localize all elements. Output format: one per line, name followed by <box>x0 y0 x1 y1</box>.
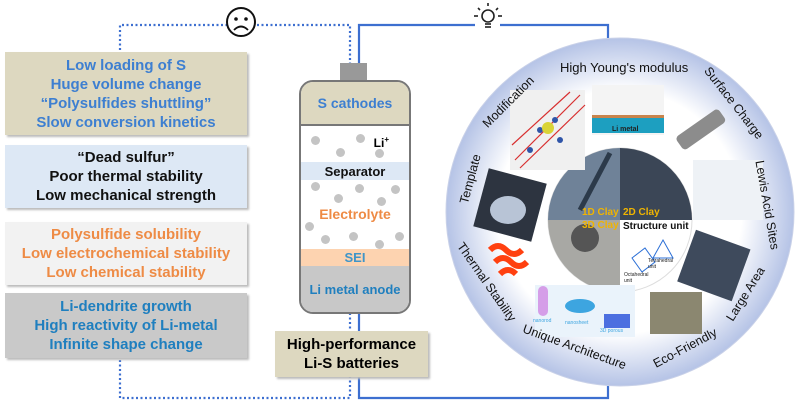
cathode-problems-box: Low loading of S Huge volume change “Pol… <box>5 52 247 135</box>
problem-text: Slow conversion kinetics <box>36 113 216 131</box>
clay-3d-label: 3D Clay <box>582 220 619 231</box>
nanosheet-label: nanosheet <box>565 320 589 326</box>
anode-problems-box: Li-dendrite growth High reactivity of Li… <box>5 293 247 358</box>
problem-text: “Dead sulfur” <box>77 149 175 166</box>
li-ion-dot <box>395 232 404 241</box>
li-ion-dot <box>311 136 320 145</box>
problem-text: Poor thermal stability <box>49 168 203 185</box>
feature-images <box>473 85 763 337</box>
li-ion-label: Li+ <box>374 135 389 150</box>
structure-unit-label: Structure unit <box>623 221 689 232</box>
result-box: High-performance Li-S batteries <box>275 331 428 377</box>
problem-text: Li-dendrite growth <box>60 298 192 315</box>
cathode-layer: S cathodes <box>301 82 409 126</box>
label-high-youngs-modulus: High Young's modulus <box>560 60 689 75</box>
li-ion-charge: + <box>384 135 389 144</box>
separator-layer: Separator <box>301 162 409 180</box>
problem-text: Low loading of S <box>66 56 186 74</box>
li-ion-dot <box>334 194 343 203</box>
battery: S cathodes Li+ Separator Electrolyte SEI… <box>299 80 411 314</box>
problem-text: High reactivity of Li-metal <box>34 317 218 334</box>
clay-1d-label: 1D Clay <box>582 207 619 218</box>
problem-text: Low mechanical strength <box>35 187 217 204</box>
tetrahedral-label: Tetrahedral unit <box>648 258 674 270</box>
lightbulb-icon <box>474 3 502 28</box>
problem-text: Infinite shape change <box>49 336 203 353</box>
li-ion-dot <box>375 240 384 249</box>
li-ion-dot <box>321 235 330 244</box>
li-ion-dot <box>356 134 365 143</box>
electrolyte-label: Electrolyte <box>319 206 391 222</box>
problem-text: “Polysulfides shuttling” <box>40 94 212 112</box>
li-ion-dot <box>311 182 320 191</box>
sad-face-icon <box>226 7 256 37</box>
porous-label: 3D porous <box>600 328 624 334</box>
anode-layer: Li metal anode <box>301 266 409 312</box>
result-line: Li-S batteries <box>303 355 400 372</box>
li-ion-dot <box>349 232 358 241</box>
octahedral-label: Octahedral unit <box>624 272 649 284</box>
li-ion-dot <box>355 184 364 193</box>
li-ion-text: Li <box>373 136 385 150</box>
problem-text: Huge volume change <box>50 75 202 93</box>
battery-terminal <box>340 63 367 81</box>
result-line: High-performance <box>286 336 417 353</box>
problem-text: Low chemical stability <box>46 264 206 281</box>
li-ion-dot <box>375 149 384 158</box>
clay-images <box>548 148 692 292</box>
problem-text: Low electrochemical stability <box>21 245 231 262</box>
li-metal-label: Li metal <box>612 126 639 133</box>
sei-layer: SEI <box>301 249 409 266</box>
electrolyte-problems-box: Polysulfide solubility Low electrochemic… <box>5 222 247 285</box>
nanorod-label: nanorod <box>533 318 552 324</box>
li-ion-dot <box>336 148 345 157</box>
li-ion-dot <box>377 197 386 206</box>
separator-problems-box: “Dead sulfur” Poor thermal stability Low… <box>5 145 247 208</box>
li-ion-dot <box>391 185 400 194</box>
li-ion-dot <box>305 222 314 231</box>
problem-text: Polysulfide solubility <box>50 226 202 243</box>
clay-2d-label: 2D Clay <box>623 207 660 218</box>
